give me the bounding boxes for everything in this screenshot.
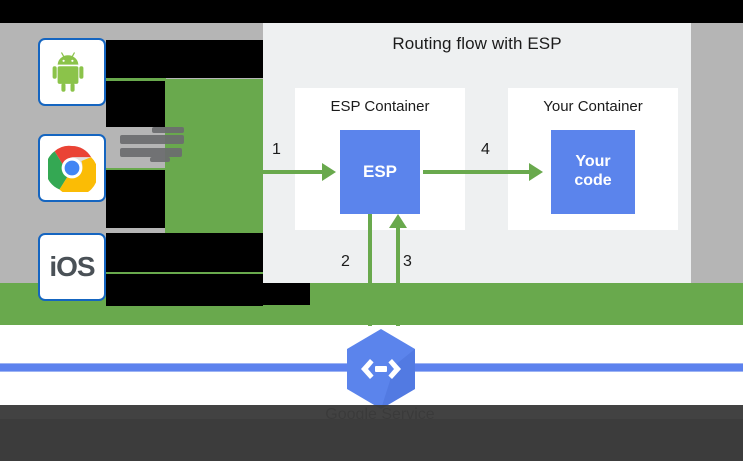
top-black-bar [0,0,743,23]
chrome-connector-line [106,168,166,171]
client-card-chrome [38,134,106,202]
arrow-4-head [529,163,543,181]
android-icon [52,52,84,92]
esp-box: ESP [340,130,420,214]
right-gray-strip [691,23,743,283]
diagram-title: Routing flow with ESP [392,34,562,53]
obscured-text-fragment [150,157,170,162]
render-occlusion-block [106,233,263,272]
arrow-3-line [396,228,400,326]
client-card-android [38,38,106,106]
android-connector-line [106,78,166,81]
ios-label: iOS [49,251,95,282]
step-number-2: 2 [341,253,350,270]
arrow-3-head [389,214,407,228]
chrome-icon [48,145,96,192]
obscured-text-fragment [152,127,184,133]
esp-container-title: ESP Container [330,98,430,115]
render-occlusion-block [106,40,263,78]
step-number-1: 1 [272,141,281,158]
step-number-4: 4 [481,141,490,158]
arrow-2-line [368,214,372,326]
bottom-overlay-upper [0,405,743,419]
render-occlusion-block [106,274,263,306]
your-code-label: Your code [574,153,611,191]
arrow-1-line [263,170,325,174]
arrow-1-head [322,163,336,181]
your-code-label-line2: code [574,172,612,189]
bottom-overlay [0,419,743,461]
your-container-title: Your Container [543,98,643,115]
render-occlusion-block [106,170,165,228]
your-code-box: Your code [551,130,635,214]
cloud-endpoints-hexagon-icon [337,325,425,413]
obscured-text-fragment [120,135,184,144]
step-number-3: 3 [403,253,412,270]
your-container: Your Container [508,88,678,230]
client-card-ios: iOS [38,233,106,301]
arrow-4-line [423,170,533,174]
your-code-label-line1: Your [575,153,611,171]
obscured-text-fragment [120,148,182,157]
esp-box-label: ESP [362,162,398,181]
render-occlusion-block [106,81,165,127]
render-occlusion-block [263,283,310,305]
ios-connector-line [106,272,166,275]
